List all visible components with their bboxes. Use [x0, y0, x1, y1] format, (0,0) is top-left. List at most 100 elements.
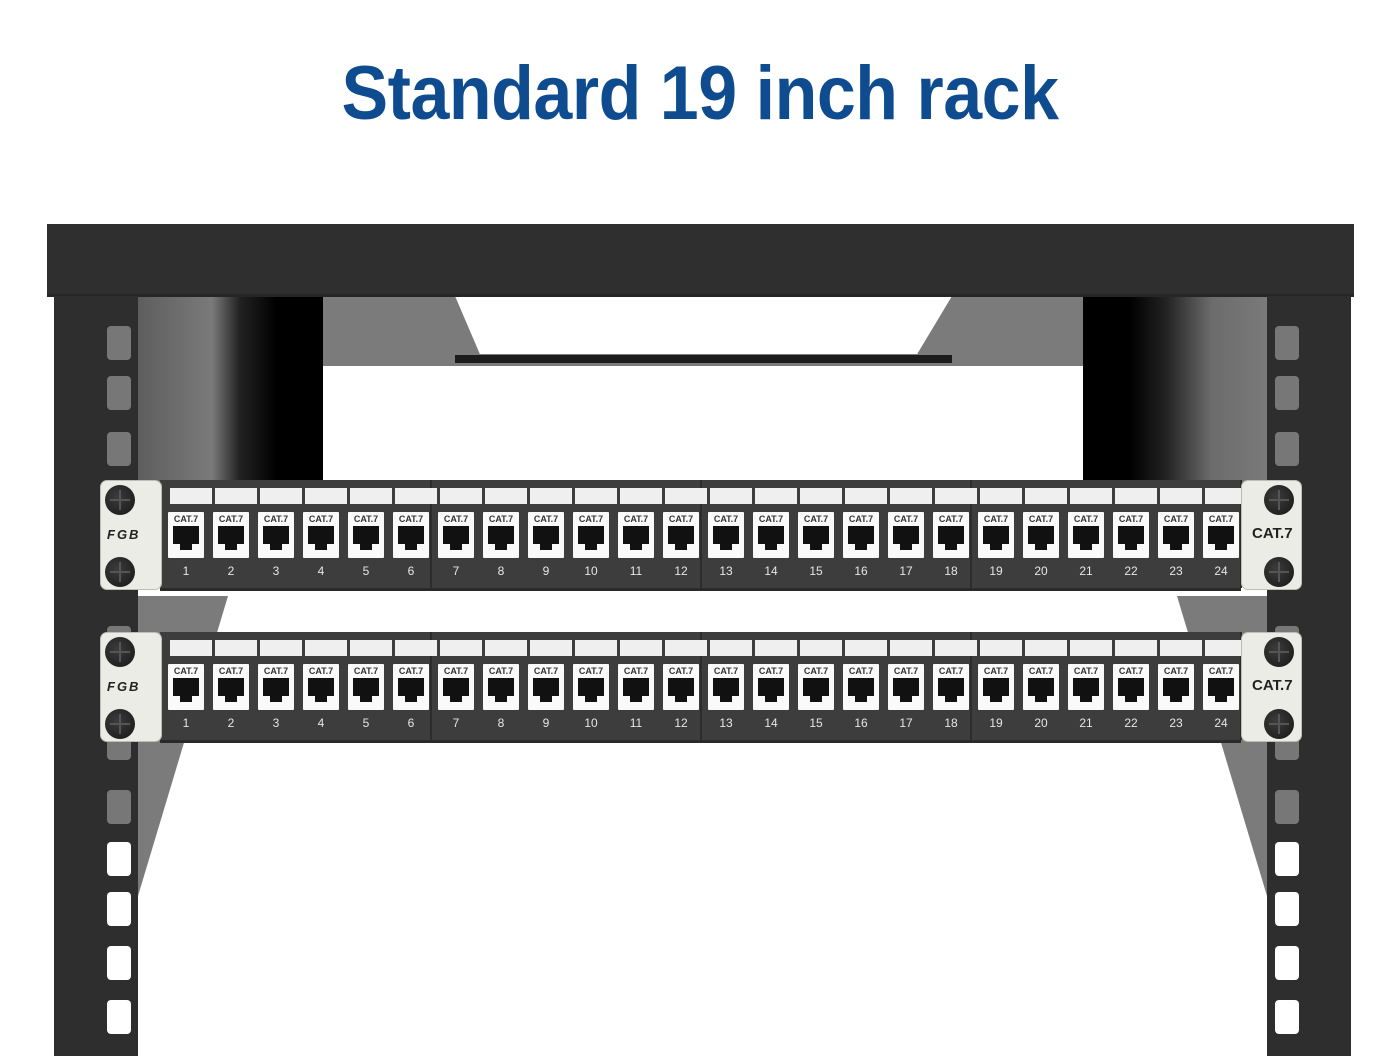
port-number: 18	[944, 716, 958, 730]
rj45-port[interactable]: CAT.7	[753, 664, 789, 710]
rj45-port[interactable]: CAT.7	[573, 512, 609, 558]
rj45-latch-icon	[765, 544, 777, 550]
rj45-port[interactable]: CAT.7	[213, 664, 249, 710]
rj45-port[interactable]: CAT.7	[843, 512, 879, 558]
rj45-latch-icon	[855, 696, 867, 702]
rj45-port[interactable]: CAT.7	[393, 512, 429, 558]
rj45-port[interactable]: CAT.7	[348, 664, 384, 710]
port-category-label: CAT.7	[623, 666, 649, 676]
port-group	[970, 632, 1247, 740]
rj45-port[interactable]: CAT.7	[438, 664, 474, 710]
rj45-port[interactable]: CAT.7	[573, 664, 609, 710]
screw-icon	[105, 485, 135, 515]
rj45-port[interactable]: CAT.7	[168, 664, 204, 710]
rj45-port[interactable]: CAT.7	[213, 512, 249, 558]
rj45-port[interactable]: CAT.7	[1203, 512, 1239, 558]
rj45-port[interactable]: CAT.7	[1158, 512, 1194, 558]
brand-logo: FGB	[107, 679, 141, 694]
rj45-port[interactable]: CAT.7	[483, 512, 519, 558]
rj45-port[interactable]: CAT.7	[258, 664, 294, 710]
rj45-jack-icon	[398, 678, 424, 696]
category-label: CAT.7	[1252, 677, 1293, 694]
rj45-latch-icon	[720, 696, 732, 702]
rj45-port[interactable]: CAT.7	[978, 664, 1014, 710]
port-number: 4	[317, 716, 325, 730]
rj45-jack-icon	[533, 526, 559, 544]
port-number: 20	[1034, 716, 1048, 730]
rj45-port[interactable]: CAT.7	[798, 512, 834, 558]
label-strip	[890, 488, 932, 504]
rj45-port[interactable]: CAT.7	[1068, 664, 1104, 710]
rj45-latch-icon	[720, 544, 732, 550]
rj45-port[interactable]: CAT.7	[1203, 664, 1239, 710]
port-number: 6	[407, 716, 415, 730]
rj45-port[interactable]: CAT.7	[393, 664, 429, 710]
rj45-port[interactable]: CAT.7	[168, 512, 204, 558]
label-strip	[1160, 488, 1202, 504]
rj45-jack-icon	[623, 678, 649, 696]
rj45-port[interactable]: CAT.7	[618, 512, 654, 558]
rj45-latch-icon	[1125, 544, 1137, 550]
port-category-label: CAT.7	[263, 514, 289, 524]
rj45-port[interactable]: CAT.7	[1023, 664, 1059, 710]
rj45-port[interactable]: CAT.7	[1068, 512, 1104, 558]
rack-depth-right	[1083, 296, 1267, 486]
rail-hole-icon	[107, 892, 131, 926]
category-label: CAT.7	[1252, 525, 1293, 542]
label-strip	[935, 640, 977, 656]
screw-icon	[1264, 709, 1294, 739]
rj45-port[interactable]: CAT.7	[798, 664, 834, 710]
port-number: 4	[317, 564, 325, 578]
port-number: 14	[764, 716, 778, 730]
rj45-latch-icon	[540, 544, 552, 550]
rj45-jack-icon	[263, 526, 289, 544]
rj45-port[interactable]: CAT.7	[753, 512, 789, 558]
port-category-label: CAT.7	[1208, 514, 1234, 524]
rj45-jack-icon	[173, 526, 199, 544]
rj45-latch-icon	[180, 696, 192, 702]
rj45-port[interactable]: CAT.7	[1158, 664, 1194, 710]
port-number: 1	[182, 716, 190, 730]
rj45-port[interactable]: CAT.7	[348, 512, 384, 558]
port-number: 11	[629, 716, 643, 730]
rj45-port[interactable]: CAT.7	[888, 664, 924, 710]
rj45-port[interactable]: CAT.7	[258, 512, 294, 558]
port-number: 6	[407, 564, 415, 578]
rj45-port[interactable]: CAT.7	[303, 512, 339, 558]
rj45-port[interactable]: CAT.7	[843, 664, 879, 710]
rj45-port[interactable]: CAT.7	[438, 512, 474, 558]
port-number: 10	[584, 564, 598, 578]
rj45-latch-icon	[180, 544, 192, 550]
rj45-latch-icon	[945, 544, 957, 550]
rj45-port[interactable]: CAT.7	[708, 512, 744, 558]
label-strip	[890, 640, 932, 656]
port-category-label: CAT.7	[938, 666, 964, 676]
rj45-jack-icon	[713, 678, 739, 696]
port-number: 13	[719, 564, 733, 578]
rj45-port[interactable]: CAT.7	[933, 512, 969, 558]
rj45-port[interactable]: CAT.7	[303, 664, 339, 710]
rail-hole-icon	[107, 1000, 131, 1034]
label-strip	[935, 488, 977, 504]
rj45-jack-icon	[1028, 526, 1054, 544]
rj45-port[interactable]: CAT.7	[618, 664, 654, 710]
rj45-port[interactable]: CAT.7	[1113, 512, 1149, 558]
rj45-port[interactable]: CAT.7	[708, 664, 744, 710]
rj45-port[interactable]: CAT.7	[933, 664, 969, 710]
label-strip	[665, 640, 707, 656]
rj45-port[interactable]: CAT.7	[1023, 512, 1059, 558]
rj45-port[interactable]: CAT.7	[528, 512, 564, 558]
rj45-port[interactable]: CAT.7	[483, 664, 519, 710]
label-strip	[350, 488, 392, 504]
label-strip	[710, 640, 752, 656]
rj45-port[interactable]: CAT.7	[528, 664, 564, 710]
port-category-label: CAT.7	[758, 514, 784, 524]
rj45-port[interactable]: CAT.7	[1113, 664, 1149, 710]
rj45-port[interactable]: CAT.7	[663, 512, 699, 558]
rj45-port[interactable]: CAT.7	[978, 512, 1014, 558]
rj45-port[interactable]: CAT.7	[663, 664, 699, 710]
rj45-port[interactable]: CAT.7	[888, 512, 924, 558]
rj45-latch-icon	[225, 696, 237, 702]
label-strip	[665, 488, 707, 504]
